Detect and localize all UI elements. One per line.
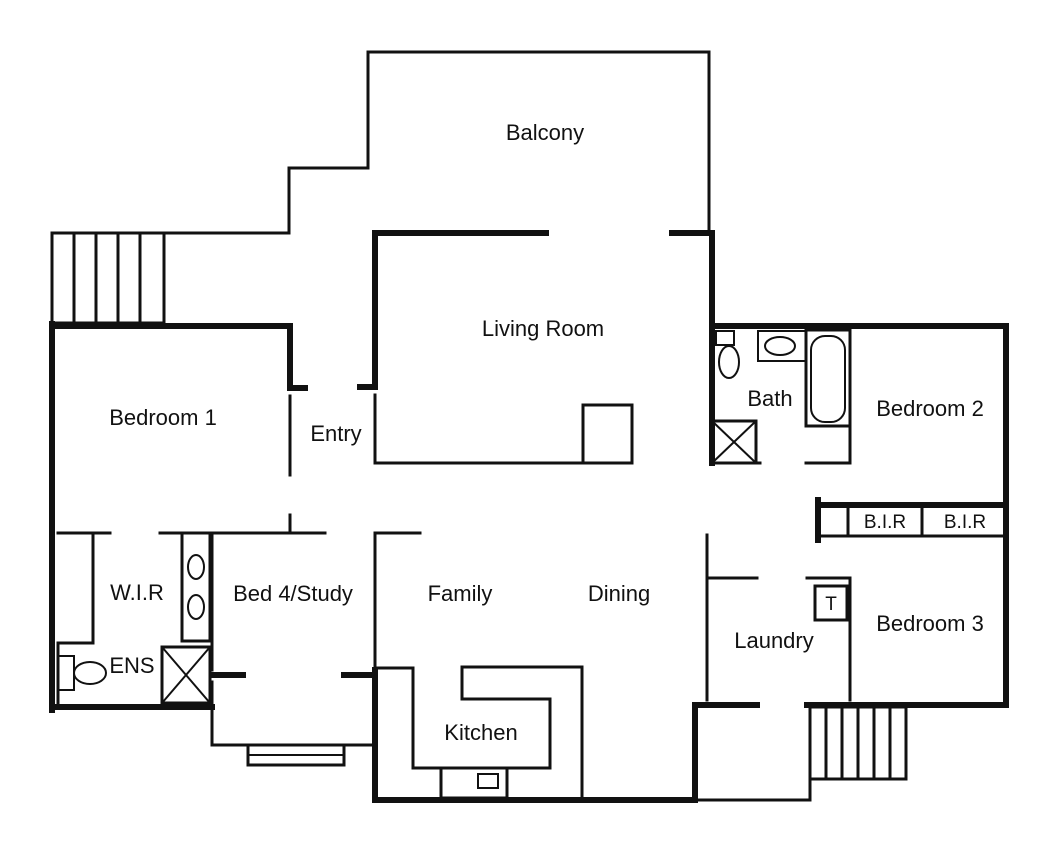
kitchen-walls [372,665,713,803]
family-label: Family [428,581,493,606]
ens-label: ENS [109,653,154,678]
laundry-bedroom-3-walls [692,533,1009,802]
balcony-label: Balcony [506,120,584,145]
balcony-walls [50,50,711,235]
bedroom-2-label: Bedroom 2 [876,396,984,421]
living-room-walls [357,230,715,465]
entry-label: Entry [310,421,361,446]
bed4-study-label: Bed 4/Study [233,581,353,606]
bir-2-label: B.I.R [944,512,986,533]
laundry-label: Laundry [734,628,814,653]
bedroom-1-label: Bedroom 1 [109,405,217,430]
dining-label: Dining [588,581,650,606]
right-stairs [808,705,908,781]
bed4-study-walls [209,531,422,767]
bedroom-1-walls [49,321,327,713]
bath-walls [709,323,853,466]
left-stairs [50,231,166,325]
wir-label: W.I.R [110,580,164,605]
wir-ens-walls [49,531,215,710]
bath-label: Bath [747,386,792,411]
living-room-label: Living Room [482,316,604,341]
bedroom-3-label: Bedroom 3 [876,611,984,636]
tub-marker-label: T [825,594,837,615]
bedroom-2-walls [815,323,1009,703]
bir-1-label: B.I.R [864,512,906,533]
kitchen-label: Kitchen [444,720,517,745]
